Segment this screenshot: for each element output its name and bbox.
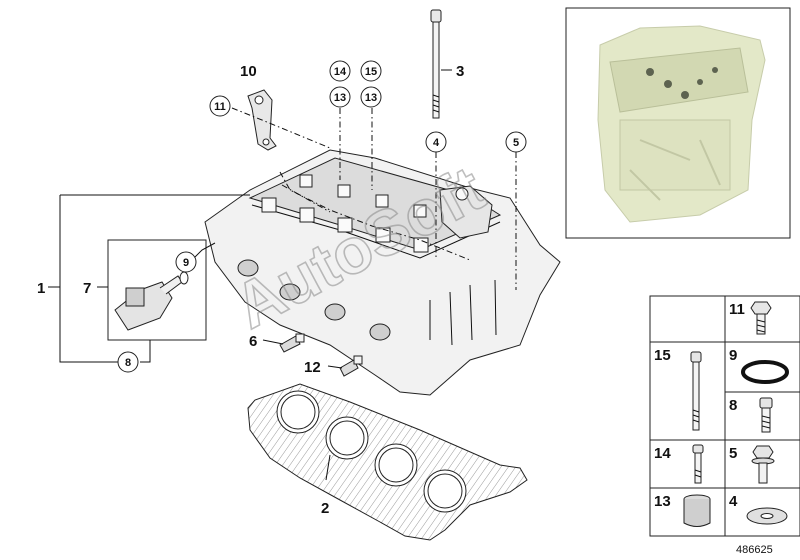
legend-label-11: 11 — [729, 301, 745, 318]
label-7: 7 — [83, 280, 91, 297]
flange-bolt-icon — [751, 445, 775, 484]
cylinder-head-bolt — [430, 9, 442, 119]
callout-11: 11 — [209, 95, 231, 117]
callout-8: 8 — [117, 351, 139, 373]
exhaust-ports — [237, 259, 391, 341]
medium-bolt-icon — [692, 444, 704, 484]
o-ring-icon — [741, 360, 789, 384]
timing-end — [439, 185, 493, 239]
cylinder-head — [204, 149, 561, 396]
svg-text:14: 14 — [334, 66, 347, 78]
svg-text:13: 13 — [334, 92, 346, 104]
callout-14: 14 — [329, 60, 351, 82]
legend-label-5: 5 — [729, 445, 737, 462]
camshaft-bearings — [261, 174, 429, 253]
svg-text:15: 15 — [365, 66, 377, 78]
callout-13a: 13 — [329, 86, 351, 108]
temperature-sensor — [279, 333, 305, 353]
leader-lines — [48, 69, 517, 481]
callout-13b: 13 — [360, 86, 382, 108]
plug-sensor — [339, 355, 363, 377]
svg-text:9: 9 — [183, 257, 189, 269]
callout-9: 9 — [175, 251, 197, 273]
sleeve-icon — [683, 494, 711, 527]
legend-label-9: 9 — [729, 347, 737, 364]
legend-label-8: 8 — [729, 397, 737, 414]
callout-4: 4 — [425, 131, 447, 153]
socket-screw-icon — [759, 397, 773, 433]
cylinder-head-gasket — [247, 383, 528, 541]
callout-labels: 1 7 10 3 6 12 2 11 14 13 15 13 4 — [37, 60, 527, 517]
legend-label-13: 13 — [654, 493, 671, 510]
label-10: 10 — [240, 63, 257, 80]
legend-label-14: 14 — [654, 445, 671, 462]
solenoid-valve-detail — [107, 239, 207, 341]
hex-bolt-icon — [750, 301, 772, 335]
callout-5: 5 — [505, 131, 527, 153]
engine-overview-thumbnail — [565, 7, 791, 239]
fastener-legend: 11 15 9 8 14 5 13 4 — [649, 295, 800, 537]
washer-icon — [746, 507, 788, 525]
label-12: 12 — [304, 359, 321, 376]
label-6: 6 — [249, 333, 257, 350]
legend-label-4: 4 — [729, 493, 738, 510]
label-2: 2 — [321, 500, 329, 517]
legend-label-15: 15 — [654, 347, 671, 364]
svg-text:4: 4 — [433, 137, 440, 149]
diagram-reference-number: 486625 — [736, 544, 773, 556]
label-1: 1 — [37, 280, 45, 297]
svg-text:8: 8 — [125, 357, 131, 369]
svg-text:5: 5 — [513, 137, 519, 149]
svg-text:11: 11 — [214, 101, 226, 113]
callout-15: 15 — [360, 60, 382, 82]
svg-text:13: 13 — [365, 92, 377, 104]
engine-block-illustration — [597, 25, 766, 223]
label-3: 3 — [456, 63, 464, 80]
long-socket-bolt-icon — [690, 351, 702, 431]
